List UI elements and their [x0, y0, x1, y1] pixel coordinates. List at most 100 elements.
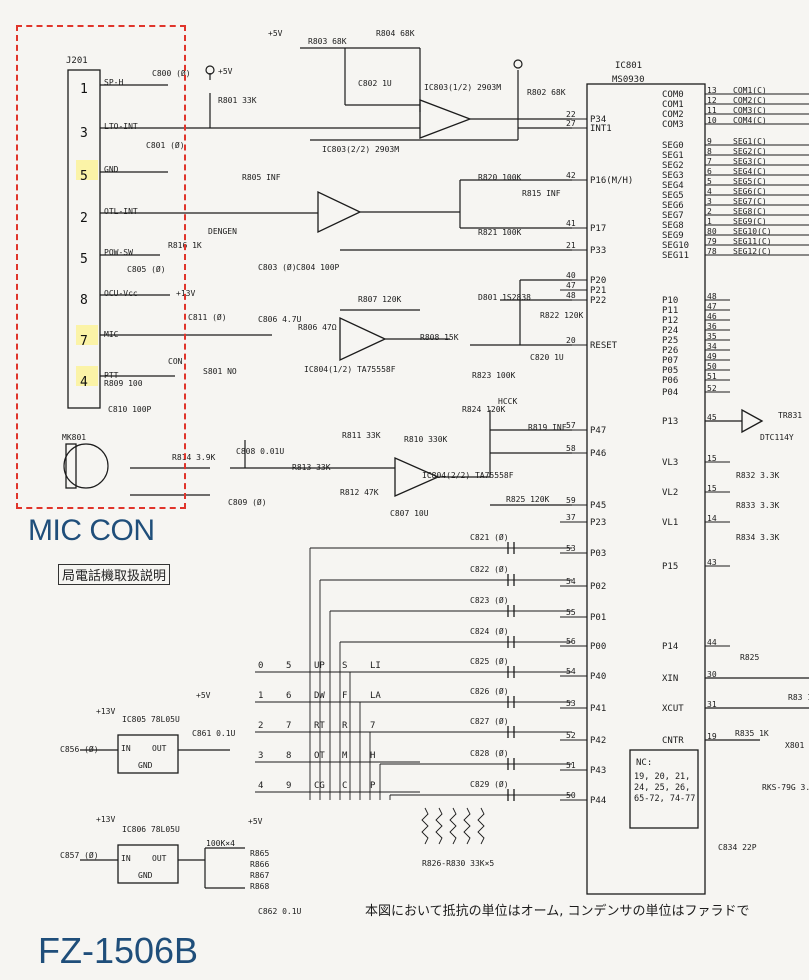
mcu-right-pin-num-34: 19: [707, 732, 717, 741]
mcu-left-pins: 22P3427INT142P16(M/H)41P1721P3340P2047P2…: [560, 110, 633, 806]
key-4-4: P: [370, 781, 376, 791]
key-matrix-bus: C821 (Ø)C822 (Ø)C823 (Ø)C824 (Ø)C825 (Ø)…: [255, 532, 572, 845]
key-0-4: LI: [370, 661, 381, 671]
v5-label-r865: +5V: [248, 817, 263, 826]
mcu-left-pin-num-17: 54: [566, 667, 576, 676]
r823-label: R823 100K: [472, 371, 516, 380]
mcu-left-pin-name-17: P40: [590, 672, 606, 682]
mcu-left-pin-name-15: P01: [590, 613, 606, 623]
mcu-left-pin-num-10: 58: [566, 444, 576, 453]
mcu-right-pin-net-9: SEG6(C): [733, 187, 767, 196]
mic-con-caption: MIC CON: [28, 514, 155, 547]
r834-label: R834 3.3K: [736, 533, 780, 542]
component-labels: C800 (Ø) C801 (Ø) C805 (Ø) C811 (Ø) C810…: [60, 29, 584, 916]
mcu-body: [586, 83, 706, 895]
key-1-0: 1: [258, 691, 263, 701]
mcu-right-pin-num-13: 80: [707, 227, 717, 236]
mcu-left-pin-num-7: 48: [566, 291, 576, 300]
ic805-label: IC805 78L05U: [122, 715, 180, 724]
mcu-right-pin-num-24: 51: [707, 372, 717, 381]
mcu-right-pin-name-3: COM3: [662, 120, 684, 130]
r868-label: R868: [250, 882, 269, 891]
r805-label: R805 INF: [242, 173, 281, 182]
right-side-parts: TR831 DTC114Y R832 3.3K R833 3.3K R834 3…: [705, 408, 809, 852]
r809-label: R809 100: [104, 379, 143, 388]
pulldown-resistor-4: [477, 807, 485, 845]
mcu-left-pin-num-8: 20: [566, 336, 576, 345]
mcu-left-pin-num-16: 56: [566, 637, 576, 646]
r806-label: R806 47Ω: [298, 323, 337, 332]
connector-ref: J201: [66, 56, 88, 66]
r812-label: R812 47K: [340, 488, 379, 497]
pulldown-resistor-1: [435, 807, 443, 845]
mcu-right-pin-num-5: 8: [707, 147, 712, 156]
mcu-right-pin-name-25: P04: [662, 388, 678, 398]
r814-label: R814 3.9K: [172, 453, 216, 462]
mcu-right-pin-name-12: SEG8: [662, 221, 684, 231]
key-cap-label-3: C824 (Ø): [470, 626, 509, 636]
c857-label: C857 (Ø): [60, 850, 99, 860]
c802-label: C802 1U: [358, 79, 392, 88]
mcu-right-pin-name-8: SEG4: [662, 181, 684, 191]
key-1-3: F: [342, 691, 347, 701]
regulators: IN OUT GND IN OUT GND R865 R866 R867 R86…: [80, 734, 269, 891]
mcu-right-pin-name-24: P06: [662, 376, 678, 386]
mcu-right-pin-name-31: P14: [662, 642, 678, 652]
connector-signal-0: SP-H: [104, 78, 123, 87]
mcu-right-pin-name-15: SEG11: [662, 251, 689, 261]
c862-label: C862 0.1U: [258, 907, 302, 916]
r865-label: R865: [250, 849, 269, 858]
con-label: CON: [168, 357, 183, 366]
connector-body: [67, 69, 101, 409]
nc-title: NC:: [636, 758, 652, 768]
mcu-right-pin-num-17: 47: [707, 302, 717, 311]
key-2-1: 7: [286, 721, 291, 731]
mcu-left-pin-num-3: 41: [566, 219, 576, 228]
mcu-right-pin-num-21: 34: [707, 342, 717, 351]
mcu-left-pin-name-12: P23: [590, 518, 606, 528]
mcu-right-pin-name-32: XIN: [662, 674, 678, 684]
key-3-4: H: [370, 751, 375, 761]
connector-pin-7: 4: [80, 375, 88, 390]
mcu-right-pin-name-9: SEG5: [662, 191, 684, 201]
ic806-label: IC806 78L05U: [122, 825, 180, 834]
mcu-left-pin-name-19: P42: [590, 736, 606, 746]
mcu-left-pin-name-9: P47: [590, 426, 606, 436]
pulldown-resistor-3: [463, 807, 471, 845]
mcu-right-pin-name-19: P24: [662, 326, 678, 336]
pin-highlight-gnd: [76, 160, 98, 180]
mcu-right-pin-net-2: COM3(C): [733, 106, 767, 115]
mcu-right-pin-name-28: VL2: [662, 488, 678, 498]
key-4-3: C: [342, 781, 347, 791]
c856-label: C856 (Ø): [60, 744, 99, 754]
mcu-ic801: IC801 MS0930 22P3427INT142P16(M/H)41P172…: [560, 61, 809, 895]
r822-label: R822 120K: [540, 311, 584, 320]
mcu-left-pin-name-13: P03: [590, 549, 606, 559]
pulldown-resistor-2: [449, 807, 457, 845]
key-2-4: 7: [370, 721, 375, 731]
c820-label: C820 1U: [530, 353, 564, 362]
r821-label: R821 100K: [478, 228, 522, 237]
key-0-3: S: [342, 661, 347, 671]
mcu-left-pin-name-0: P34: [590, 115, 606, 125]
nc-box: [629, 749, 699, 829]
mcu-right-pin-net-4: SEG1(C): [733, 137, 767, 146]
mcu-left-pin-name-2: P16(M/H): [590, 176, 633, 186]
mcu-right-pin-name-22: P07: [662, 356, 678, 366]
mcu-right-pin-num-27: 15: [707, 454, 717, 463]
v13-label-1: +13V: [96, 707, 115, 716]
mcu-right-pin-net-3: COM4(C): [733, 116, 767, 125]
mcu-right-pin-name-6: SEG2: [662, 161, 684, 171]
r826-label: R826-R830 33K×5: [422, 859, 494, 868]
mk801-label: MK801: [62, 433, 86, 442]
dtc-label: DTC114Y: [760, 433, 794, 442]
mcu-left-pin-name-7: P22: [590, 296, 606, 306]
mcu-right-pin-name-4: SEG0: [662, 141, 684, 151]
mcu-part: MS0930: [612, 75, 645, 85]
mcu-left-pin-num-21: 50: [566, 791, 576, 800]
x801-label: X801: [785, 741, 804, 750]
ic803b-label: IC803(2/2) 2903M: [322, 145, 399, 154]
key-4-2: CG: [314, 781, 325, 791]
